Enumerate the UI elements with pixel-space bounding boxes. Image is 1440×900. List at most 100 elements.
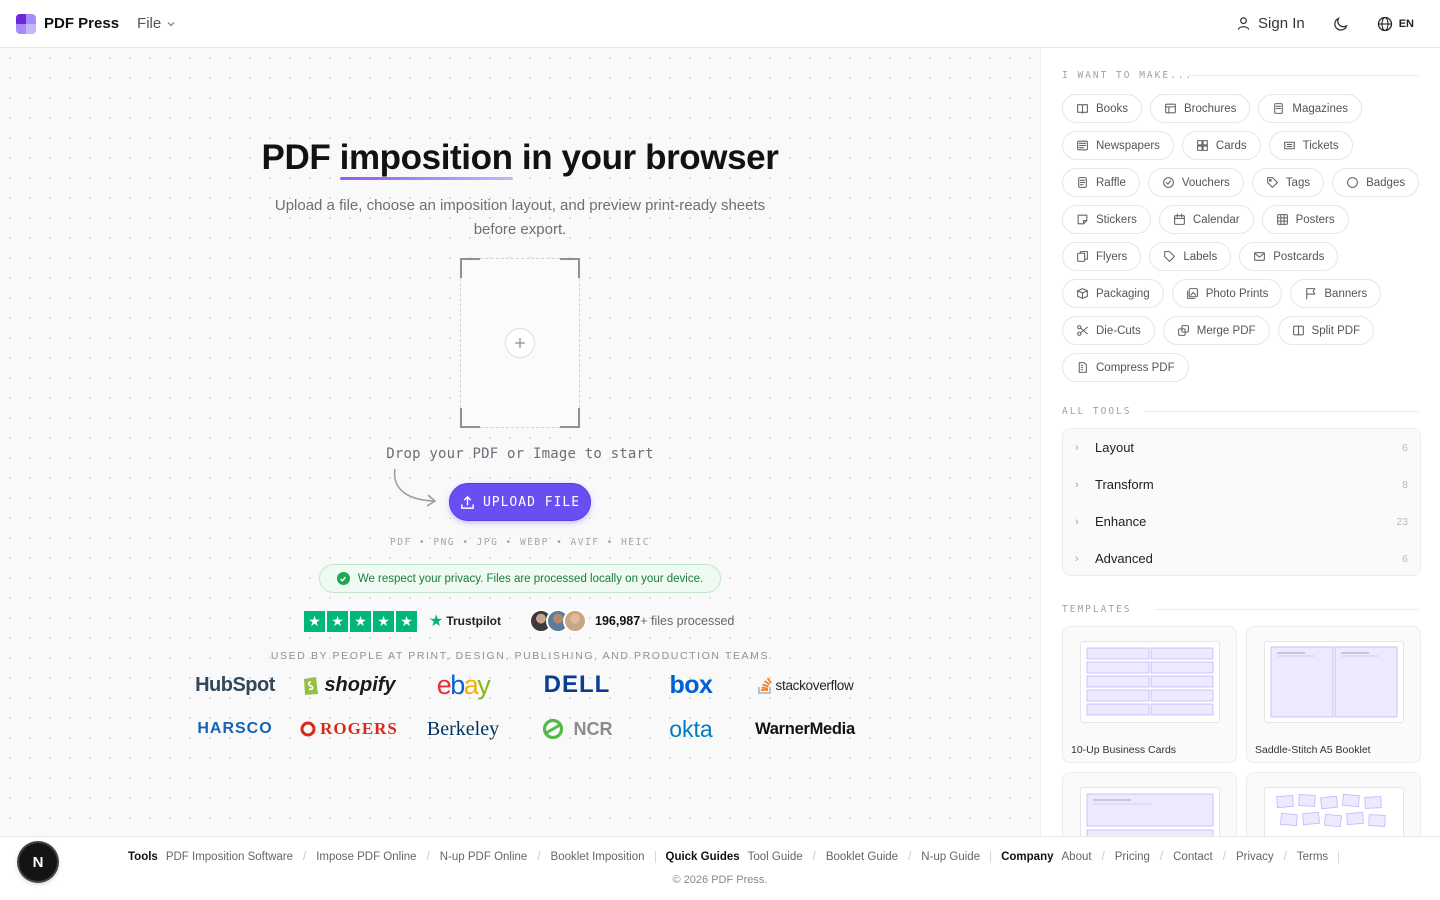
check-circle-icon bbox=[336, 572, 350, 585]
language-label: EN bbox=[1398, 17, 1414, 30]
sign-in-button[interactable]: Sign In bbox=[1236, 15, 1305, 32]
make-chip[interactable]: Magazines bbox=[1258, 94, 1363, 123]
chip-label: Raffle bbox=[1096, 176, 1126, 189]
tool-category-count: 6 bbox=[1402, 552, 1408, 565]
footer-link[interactable]: Booklet Guide bbox=[825, 851, 899, 863]
footer-link[interactable]: Contact bbox=[1173, 851, 1213, 863]
make-chip[interactable]: Tickets bbox=[1268, 131, 1353, 160]
make-chip[interactable]: Badges bbox=[1332, 168, 1420, 197]
make-chip[interactable]: Labels bbox=[1149, 242, 1232, 271]
tool-category-label: Enhance bbox=[1095, 514, 1147, 529]
footer-group-divider bbox=[654, 851, 656, 863]
section-divider bbox=[1154, 609, 1419, 610]
make-chip[interactable]: Newspapers bbox=[1062, 131, 1174, 160]
make-chip[interactable]: Calendar bbox=[1158, 205, 1254, 234]
hero-title-highlight: imposition bbox=[339, 138, 513, 180]
template-card[interactable]: 10-Up Business Cards bbox=[1062, 626, 1237, 763]
template-card[interactable] bbox=[1062, 772, 1237, 836]
file-drop-zone[interactable] bbox=[460, 258, 580, 428]
make-chip[interactable]: Tags bbox=[1251, 168, 1325, 197]
footer-link[interactable]: Pricing bbox=[1114, 851, 1150, 863]
footer-link[interactable]: PDF Imposition Software bbox=[165, 851, 293, 863]
theme-toggle-button[interactable] bbox=[1331, 14, 1351, 34]
chip-label: Calendar bbox=[1192, 213, 1240, 226]
footer-link[interactable]: About bbox=[1061, 851, 1092, 863]
footer-link[interactable]: Impose PDF Online bbox=[316, 851, 417, 863]
make-chip[interactable]: Stickers bbox=[1062, 205, 1151, 234]
file-menu[interactable]: File bbox=[137, 15, 176, 32]
brand-name[interactable]: PDF Press bbox=[44, 15, 120, 32]
dell-logo: DELL bbox=[543, 671, 611, 698]
sign-in-label: Sign In bbox=[1258, 15, 1305, 32]
chip-label: Die-Cuts bbox=[1096, 324, 1141, 337]
berkeley-logo: Berkeley bbox=[426, 717, 500, 740]
supported-formats: PDF • PNG • JPG • WEBP • AVIF • HEIC bbox=[390, 537, 650, 548]
footer-link[interactable]: Booklet Imposition bbox=[550, 851, 645, 863]
make-chip[interactable]: Vouchers bbox=[1147, 168, 1244, 197]
footer-separator: / bbox=[812, 851, 816, 863]
chip-label: Merge PDF bbox=[1196, 324, 1256, 337]
make-chip[interactable]: Die-Cuts bbox=[1062, 316, 1155, 345]
footer-link[interactable]: N-up Guide bbox=[921, 851, 981, 863]
make-chip[interactable]: Flyers bbox=[1062, 242, 1142, 271]
trustpilot-stars[interactable]: ★ ★ ★ ★ ★ bbox=[304, 610, 417, 632]
plus-icon bbox=[515, 338, 525, 348]
dev-tools-badge[interactable]: N bbox=[19, 843, 57, 881]
brochure-icon bbox=[1165, 103, 1176, 114]
make-chip[interactable]: Split PDF bbox=[1277, 316, 1375, 345]
make-chip[interactable]: Merge PDF bbox=[1162, 316, 1270, 345]
footer-separator: / bbox=[1159, 851, 1164, 863]
hubspot-logo: HubSpot bbox=[195, 673, 275, 696]
upload-file-button[interactable]: UPLOAD FILE bbox=[449, 483, 591, 521]
footer-link[interactable]: Tool Guide bbox=[747, 851, 803, 863]
footer-link[interactable]: N-up PDF Online bbox=[439, 851, 528, 863]
make-chip[interactable]: Raffle bbox=[1062, 168, 1140, 197]
footer-group-heading: Company bbox=[1001, 851, 1054, 863]
make-chip[interactable]: Postcards bbox=[1239, 242, 1339, 271]
split-icon bbox=[1292, 325, 1304, 336]
make-chip[interactable]: Brochures bbox=[1149, 94, 1251, 123]
tool-category-count: 6 bbox=[1402, 441, 1408, 454]
brand-logo-icon[interactable] bbox=[16, 13, 36, 34]
chevron-right-icon: › bbox=[1075, 515, 1079, 528]
magazine-icon bbox=[1274, 103, 1284, 114]
flyer-icon bbox=[1077, 251, 1088, 262]
make-chip[interactable]: Compress PDF bbox=[1062, 353, 1189, 382]
newspaper-icon bbox=[1077, 140, 1088, 151]
section-divider bbox=[1144, 411, 1419, 412]
make-chip[interactable]: Banners bbox=[1290, 279, 1382, 308]
drop-zone-corner bbox=[560, 408, 580, 428]
trustpilot-logo[interactable]: ★ Trustpilot bbox=[429, 611, 501, 631]
chip-label: Books bbox=[1096, 102, 1128, 115]
template-card[interactable]: Saddle-Stitch A5 Booklet bbox=[1246, 626, 1421, 763]
make-chip[interactable]: Posters bbox=[1261, 205, 1349, 234]
chip-label: Tickets bbox=[1302, 139, 1339, 152]
template-thumbnail bbox=[1264, 641, 1404, 723]
drop-zone-corner bbox=[460, 408, 480, 428]
upload-icon bbox=[461, 495, 474, 509]
add-file-button[interactable] bbox=[505, 328, 535, 358]
make-section-label: I WANT TO MAKE... bbox=[1062, 70, 1194, 81]
tag-icon bbox=[1266, 177, 1278, 188]
chip-label: Flyers bbox=[1096, 250, 1128, 263]
language-selector[interactable]: EN bbox=[1377, 16, 1414, 32]
top-header: PDF Press File Sign In EN bbox=[0, 0, 1440, 48]
template-card[interactable] bbox=[1246, 772, 1421, 836]
template-thumbnail bbox=[1264, 787, 1404, 836]
hero-subtitle: Upload a file, choose an imposition layo… bbox=[274, 197, 766, 238]
make-chip[interactable]: Packaging bbox=[1062, 279, 1164, 308]
star-icon: ★ bbox=[373, 610, 394, 632]
make-chip[interactable]: Books bbox=[1062, 94, 1142, 123]
footer-link[interactable]: Terms bbox=[1296, 851, 1329, 863]
make-chip[interactable]: Cards bbox=[1181, 131, 1261, 160]
make-chip[interactable]: Photo Prints bbox=[1171, 279, 1283, 308]
star-icon: ★ bbox=[350, 610, 371, 632]
footer-link[interactable]: Privacy bbox=[1235, 851, 1274, 863]
